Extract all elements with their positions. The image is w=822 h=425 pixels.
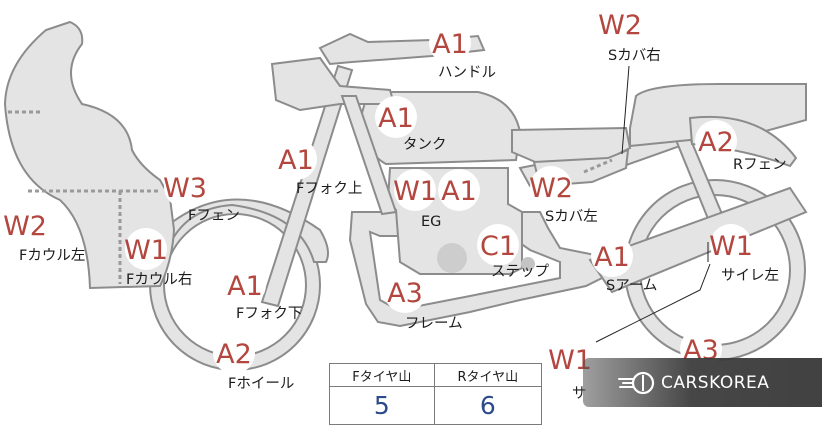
front-fork-shape (260, 64, 354, 308)
grade-badge (477, 224, 519, 266)
muffler-shape (588, 186, 808, 294)
grade-code: W1 (124, 235, 168, 266)
brand-name: CARSKOREA (661, 372, 770, 393)
marker-front-wheel: A2 Fホイール (213, 332, 294, 392)
marker-swing-arm: A1 Sアーム (591, 235, 657, 294)
marker-side-cover-left: W2 Sカバ左 (529, 166, 598, 225)
step-peg-shape (521, 257, 535, 271)
grade-badge (275, 138, 317, 180)
grade-code: W1 (393, 176, 437, 207)
grade-badge (384, 271, 426, 313)
grade-code: W2 (3, 211, 47, 242)
grade-badge (710, 224, 752, 266)
part-label: Rフェン (733, 157, 787, 173)
marker-front-fender: W3 Fフェン (163, 166, 240, 224)
grade-code: W1 (709, 231, 753, 262)
frame-downtube-shape (340, 95, 398, 216)
marker-front-fork-upper: A1 Fフォク上 (275, 138, 362, 197)
part-label: フレーム (405, 316, 463, 332)
part-label: Sカバ左 (545, 208, 598, 225)
marker-handle: A1 ハンドル (429, 22, 496, 81)
marker-engine: W1 A1 EG (393, 169, 480, 230)
marker-tank: A1 タンク (375, 96, 447, 153)
grade-badge (530, 166, 572, 208)
marker-muffler-left: W1 サイレ左 (709, 224, 779, 284)
part-label: ハンドル (438, 65, 496, 81)
front-cowl-shape (3, 20, 176, 290)
marker-step: C1 ステップ (477, 224, 549, 280)
marker-side-cover-right: W2 Sカバ右 (598, 3, 661, 64)
grade-badge (429, 22, 471, 64)
engine-cover-shape (437, 243, 467, 273)
part-label: EG (421, 214, 441, 230)
leader-muffler (595, 263, 711, 343)
grade-code: A2 (698, 127, 734, 158)
part-label: Fフォク下 (236, 305, 302, 322)
tread-header-row: Fタイヤ山 Rタイヤ山 (329, 363, 543, 387)
grade-badge (164, 166, 206, 208)
front-tire-tread-header: Fタイヤ山 (329, 363, 435, 387)
part-label: タンク (403, 136, 447, 153)
grade-code: W2 (598, 10, 642, 41)
upper-frame-shape (270, 56, 396, 112)
grade-badge (591, 235, 633, 277)
grade-code-secondary: A1 (441, 176, 477, 207)
part-label: Sカバ右 (608, 47, 661, 64)
side-cover-seam (583, 158, 613, 174)
grade-code: A1 (278, 145, 314, 176)
part-label: Fカウル左 (19, 247, 85, 264)
front-fender-shape (158, 198, 329, 263)
carskorea-logo-icon (618, 371, 655, 394)
grade-badge (599, 3, 641, 45)
grade-code: W2 (529, 173, 573, 204)
grade-code: A2 (216, 339, 252, 370)
marker-front-cowl-right: W1 Fカウル右 (124, 228, 192, 288)
grade-badge (549, 338, 591, 380)
part-label: Fカウル右 (126, 271, 192, 288)
part-label: Fフォク上 (296, 180, 362, 197)
grade-code: W3 (163, 173, 207, 204)
tire-tread-table: Fタイヤ山 Rタイヤ山 5 6 (329, 363, 543, 425)
grade-badge (375, 96, 417, 138)
grade-code: C1 (480, 231, 516, 262)
grade-code: A1 (378, 103, 414, 134)
part-label: サイレ左 (721, 267, 779, 284)
marker-rear-fender: A2 Rフェン (695, 120, 787, 173)
grade-badge (4, 204, 46, 246)
grade-code: A1 (432, 29, 468, 60)
rear-tire-tread-header: Rタイヤ山 (433, 363, 543, 387)
grade-badge-secondary (438, 169, 480, 211)
rear-wheel-shape (623, 179, 807, 361)
part-label: Fホイール (228, 376, 294, 392)
grade-badge (394, 169, 436, 211)
grade-badge (125, 228, 167, 270)
part-label: Fフェン (188, 208, 240, 224)
tread-value-row: 5 6 (329, 386, 543, 425)
grade-badge (695, 120, 737, 162)
grade-code: A3 (387, 278, 423, 309)
part-label: Sアーム (606, 278, 657, 294)
grade-badge (224, 264, 266, 306)
marker-front-fork-lower: A1 Fフォク下 (224, 264, 302, 322)
grade-code: A1 (227, 271, 263, 302)
grade-badge (213, 332, 255, 374)
part-label: ステップ (491, 263, 549, 280)
grade-code: A1 (594, 242, 630, 273)
marker-frame: A3 フレーム (384, 271, 463, 332)
leader-side-cover-right (621, 65, 630, 155)
part-label: サ (572, 386, 587, 402)
brand-watermark: CARSKOREA (583, 358, 822, 407)
marker-front-cowl-left: W2 Fカウル左 (3, 204, 85, 264)
front-tire-tread-value: 5 (329, 386, 435, 425)
rear-tire-tread-value: 6 (433, 386, 543, 425)
